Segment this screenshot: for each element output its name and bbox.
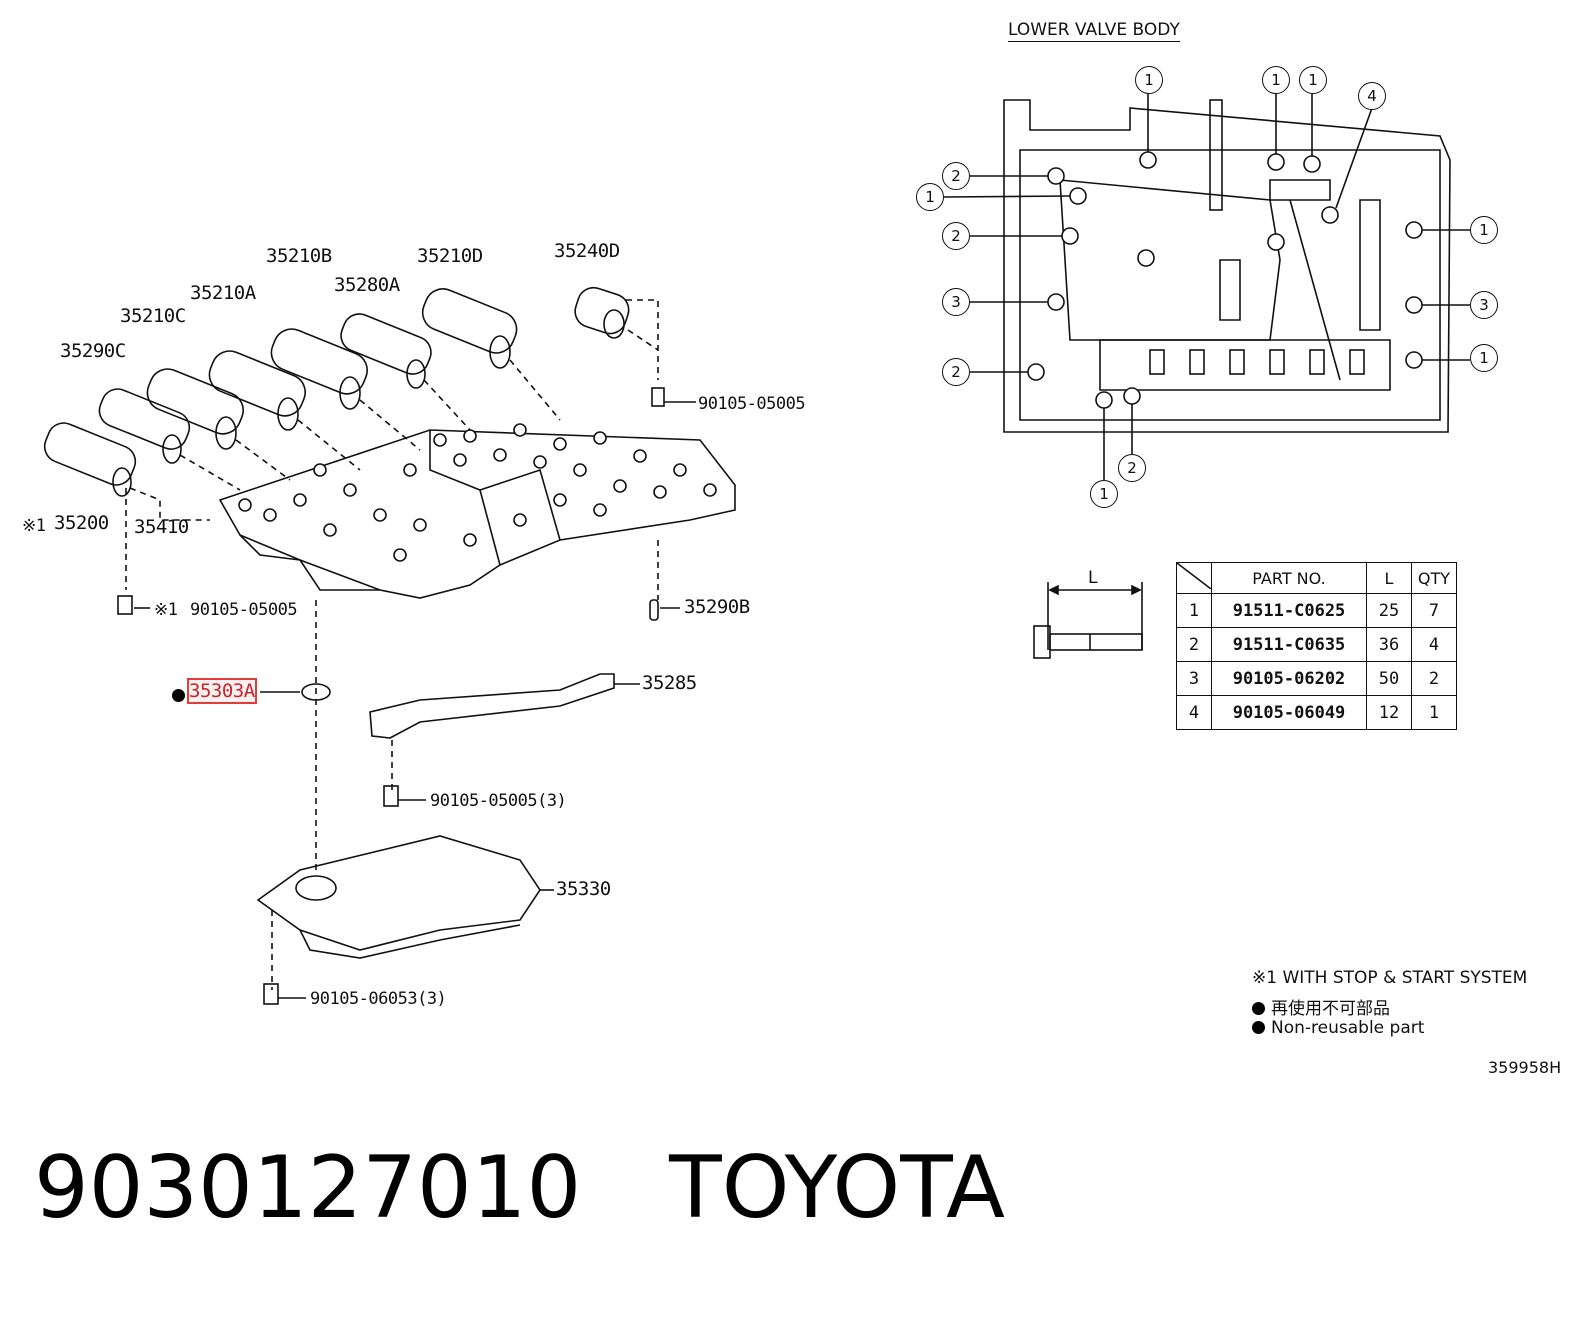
row-part-no[interactable]: 90105-06202 (1211, 661, 1367, 696)
row-qty: 7 (1411, 593, 1457, 628)
callout-bolt-left: 90105-05005 (190, 600, 298, 620)
callout-35240D: 35240D (554, 240, 620, 262)
circle-num: 1 (1299, 66, 1327, 94)
table-row: 2 91511-C0635 36 4 (1176, 627, 1457, 662)
bolt-90105-06053-3 (263, 983, 306, 1005)
row-part-no[interactable]: 90105-06049 (1211, 695, 1367, 730)
plate-35285 (369, 673, 640, 739)
row-qty: 1 (1411, 695, 1457, 730)
note-non-reusable-en: Non-reusable part (1252, 1018, 1424, 1038)
callout-35210C: 35210C (120, 305, 186, 327)
bolt-90105-05005-top (651, 387, 696, 407)
note-stop-start: ※1 WITH STOP & START SYSTEM (1252, 968, 1528, 988)
circle-num: 3 (1470, 291, 1498, 319)
bullet-dot-icon (1252, 1021, 1265, 1034)
circle-num: 4 (1358, 82, 1386, 110)
callout-35210B: 35210B (266, 245, 332, 267)
row-no: 4 (1176, 695, 1212, 730)
row-qty: 4 (1411, 627, 1457, 662)
callout-leaders (943, 94, 1470, 480)
header-length: L (1366, 562, 1412, 594)
callout-35303A[interactable]: 35303A (187, 678, 257, 704)
table-corner-cell (1176, 562, 1212, 594)
pin-35290B (649, 599, 680, 621)
circle-num: 1 (916, 183, 944, 211)
note-non-reusable-jp: 再使用不可部品 (1252, 994, 1390, 1019)
mark-x1-bolt: ※1 (154, 600, 178, 620)
row-no: 3 (1176, 661, 1212, 696)
solenoid-35290C (98, 388, 191, 464)
lower-valve-body-bolts (1027, 151, 1423, 409)
row-length: 50 (1366, 661, 1412, 696)
footer-brand: TOYOTA (669, 1138, 1005, 1238)
callout-35280A: 35280A (334, 274, 400, 296)
diagram-code: 359958H (1488, 1058, 1562, 1077)
callout-bolt-pan: 90105-06053(3) (310, 989, 447, 1009)
assembly-guide-lines (125, 299, 659, 990)
circle-num: 2 (942, 162, 970, 190)
solenoid-35200 (43, 422, 137, 497)
solenoid-35210D (421, 288, 518, 369)
callout-35210A: 35210A (190, 282, 256, 304)
valve-body-bolts (238, 423, 717, 562)
bolt-parts-table: PART NO. L QTY 1 91511-C0625 25 7 2 9151… (1176, 562, 1457, 730)
callout-bolt-plate: 90105-05005(3) (430, 791, 567, 811)
circle-num: 1 (1262, 66, 1290, 94)
note-en-text: Non-reusable part (1271, 1018, 1425, 1038)
row-part-no[interactable]: 91511-C0625 (1211, 593, 1367, 628)
circle-num: 1 (1470, 216, 1498, 244)
dimension-label: L (1088, 568, 1098, 588)
callout-35285: 35285 (642, 672, 697, 694)
bullet-dot-icon (1252, 1002, 1265, 1015)
circle-num: 2 (1118, 454, 1146, 482)
solenoid-35210C (146, 368, 244, 450)
circle-num: 1 (1135, 66, 1163, 94)
diagonal-slash-icon (1176, 562, 1212, 590)
row-length: 36 (1366, 627, 1412, 662)
row-part-no[interactable]: 91511-C0635 (1211, 627, 1367, 662)
solenoid-35280A (340, 313, 432, 389)
circle-num: 2 (942, 222, 970, 250)
header-qty: QTY (1411, 562, 1457, 594)
oil-strainer-35330 (256, 835, 554, 959)
o-ring-35303A (301, 683, 331, 701)
bolt-length-illustration (1033, 582, 1143, 659)
note-jp-text: 再使用不可部品 (1271, 999, 1390, 1019)
valve-body-35410 (218, 429, 736, 599)
solenoid-35210A (208, 350, 306, 431)
callout-bolt-top: 90105-05005 (698, 394, 806, 414)
circle-num: 3 (942, 288, 970, 316)
row-no: 1 (1176, 593, 1212, 628)
circle-num: 2 (942, 358, 970, 386)
mark-x1-35200: ※1 (22, 516, 46, 536)
non-reusable-mark (172, 686, 191, 705)
header-part-no: PART NO. (1211, 562, 1367, 594)
bolt-90105-05005-left (117, 595, 150, 615)
circle-num: 1 (1090, 480, 1118, 508)
table-row: 1 91511-C0625 25 7 (1176, 593, 1457, 628)
callout-35210D: 35210D (417, 245, 483, 267)
row-qty: 2 (1411, 661, 1457, 696)
section-title: LOWER VALVE BODY (1008, 20, 1180, 42)
callout-35330: 35330 (556, 878, 611, 900)
table-row: 4 90105-06049 12 1 (1176, 695, 1457, 730)
lower-valve-body-view (1003, 99, 1451, 433)
callout-35200: 35200 (54, 512, 109, 534)
row-length: 12 (1366, 695, 1412, 730)
callout-35410: 35410 (134, 516, 189, 538)
footer-title: 9030127010 TOYOTA (34, 1138, 1005, 1238)
table-header-row: PART NO. L QTY (1176, 562, 1457, 594)
footer-part-number: 9030127010 (34, 1138, 582, 1238)
bolt-90105-05005-3 (383, 785, 426, 807)
callout-35290B: 35290B (684, 596, 750, 618)
table-row: 3 90105-06202 50 2 (1176, 661, 1457, 696)
row-length: 25 (1366, 593, 1412, 628)
row-no: 2 (1176, 627, 1212, 662)
solenoid-35240D (574, 286, 630, 339)
circle-num: 1 (1470, 344, 1498, 372)
callout-35290C: 35290C (60, 340, 126, 362)
solenoid-35210B (270, 328, 368, 410)
